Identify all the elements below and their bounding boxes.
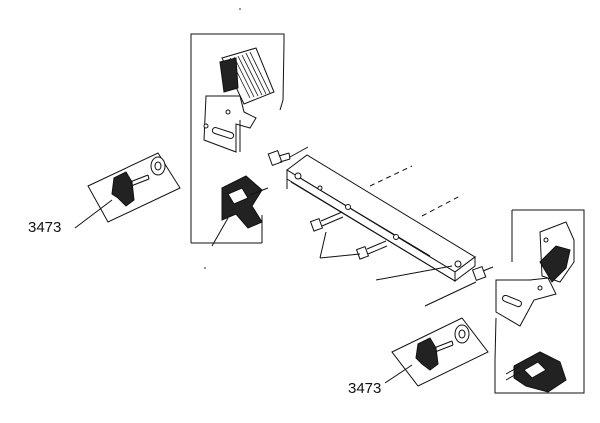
left-thumb-knob [111, 171, 150, 207]
right-bracket-panel [494, 209, 585, 394]
part-number-label-right: 3473 [348, 380, 381, 397]
right-leader-line [384, 364, 413, 384]
left-washer [150, 156, 166, 176]
right-hex-bolt [471, 265, 494, 281]
right-lower-clamp [505, 351, 567, 393]
right-washer [454, 324, 470, 344]
right-hardware-box [384, 317, 489, 387]
upper-left-bracket-panel [190, 33, 285, 247]
top-bolt [267, 150, 291, 166]
lower-clamp-piece [211, 175, 269, 247]
left-leader-line [74, 199, 113, 229]
left-hardware-box [74, 152, 181, 229]
screw-upper [309, 211, 344, 232]
speck [239, 8, 241, 10]
upper-bracket-piece [203, 47, 275, 153]
right-thumb-knob [415, 337, 454, 371]
part-number-label-left: 3473 [28, 219, 61, 236]
rail-bar [286, 154, 476, 282]
center-rail-assembly [267, 146, 494, 307]
speck [204, 267, 206, 269]
right-upper-bracket [495, 221, 575, 327]
screw-lower [355, 240, 388, 260]
